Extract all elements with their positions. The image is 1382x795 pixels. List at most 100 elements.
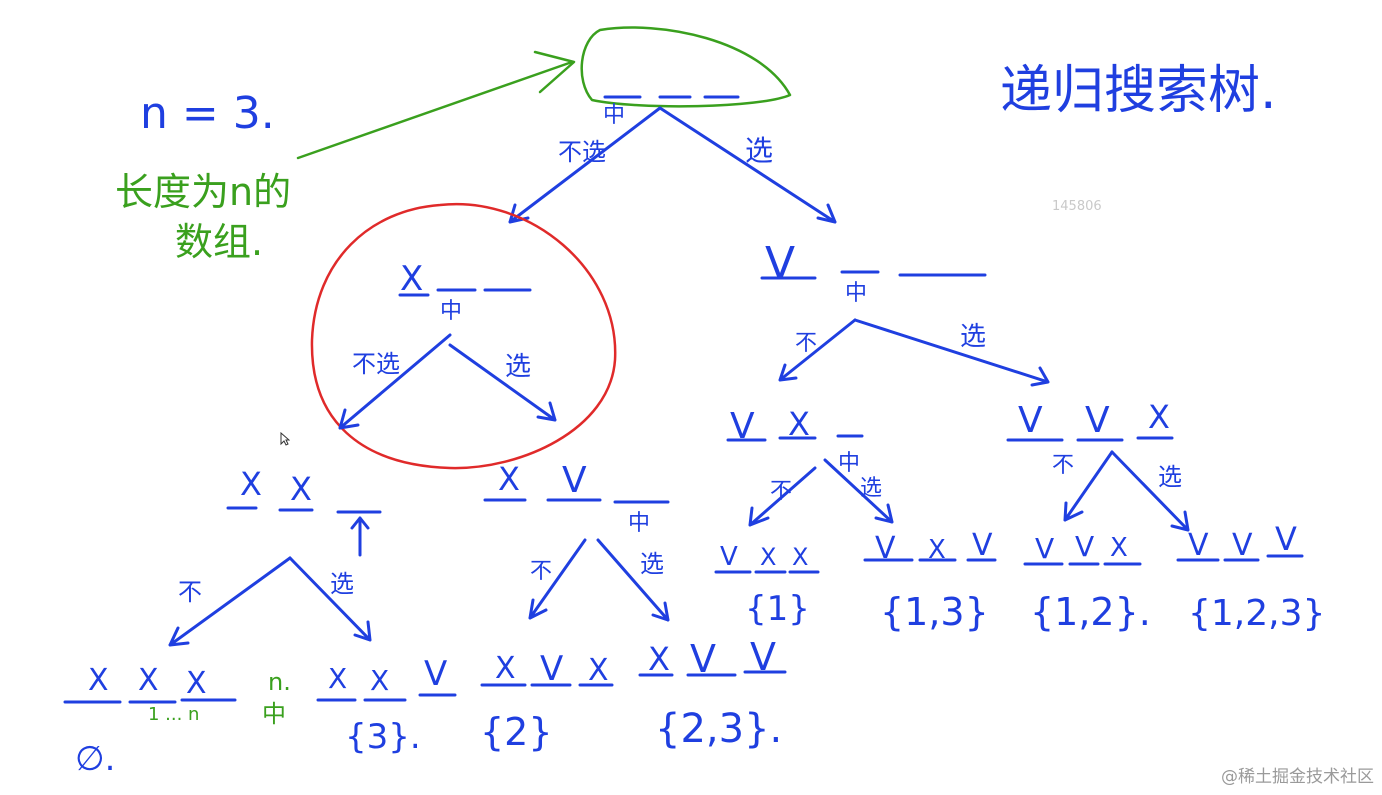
leaf-xxx-mark2: X — [138, 663, 159, 698]
label-root-not-choose: 不选 — [558, 138, 606, 166]
edge-root-right — [658, 106, 837, 224]
leaf-xvx-mark3: X — [588, 653, 609, 688]
leaf-vvx: V V X {1,2}. — [1023, 530, 1151, 634]
label-xx-not: 不 — [178, 578, 202, 606]
edge-l1-left-left — [338, 333, 452, 430]
label-l1-left-not-choose: 不选 — [352, 350, 400, 378]
node-l1-right-slots — [760, 270, 987, 280]
node-l1-right-pending: 中 — [845, 281, 867, 306]
leaf-vvx-mark1: V — [1035, 532, 1054, 565]
green-pointer-arrowhead — [533, 50, 576, 94]
note-array-length-n-line1: 长度为n的 — [115, 170, 291, 214]
node-l1-right-mark1: V — [765, 238, 795, 289]
label-xx-choose: 选 — [330, 570, 354, 598]
leaf-vxv-mark2: X — [928, 535, 946, 565]
edge-vvx-right — [1110, 450, 1190, 532]
leaf-xxv: n. 中 X X V {3}. — [262, 654, 457, 757]
node-vx-slots — [726, 434, 864, 442]
label-l1-right-not: 不 — [795, 331, 817, 356]
leaf-vvv: V V V {1,2,3} — [1176, 520, 1325, 634]
leaf-vxx-subset: {1} — [745, 589, 810, 629]
note-1-to-n: 1 ... n — [148, 704, 199, 725]
leaf-vxx-mark3: X — [792, 543, 808, 571]
leaf-vvx-mark3: X — [1110, 533, 1128, 563]
leaf-xxv-mark3: V — [424, 654, 447, 694]
leaf-xvv-mark1: X — [648, 640, 670, 678]
label-vvx-choose: 选 — [1158, 463, 1182, 491]
leaf-vvv-subset: {1,2,3} — [1188, 593, 1325, 634]
edge-vx-left — [748, 466, 817, 527]
leaf-vvx-mark2: V — [1075, 530, 1094, 563]
node-vvx-mark3: X — [1148, 398, 1170, 436]
leaf-vvv-mark2: V — [1232, 528, 1253, 563]
note-pending-green: 中 — [262, 700, 286, 728]
node-vvx-mark1: V — [1018, 400, 1043, 441]
node-xv-mark1: X — [498, 460, 520, 498]
node-xv-pending: 中 — [628, 511, 650, 536]
edge-xv-right — [596, 538, 670, 622]
node-l1-left-slots — [398, 288, 532, 297]
label-root-choose: 选 — [745, 134, 773, 167]
node-l1-left-pending: 中 — [440, 299, 462, 324]
leaf-xvv-subset: {2,3}. — [655, 706, 782, 752]
note-array-length-n-line2: 数组. — [175, 220, 263, 264]
label-vx-not: 不 — [770, 479, 792, 504]
arrow-pointer-icon — [280, 432, 290, 446]
green-root-highlight — [580, 26, 792, 108]
label-l1-right-choose: 选 — [960, 322, 986, 352]
leaf-xvx-mark1: X — [495, 651, 516, 686]
label-vvx-not: 不 — [1052, 453, 1074, 478]
watermark: @稀土掘金技术社区 — [1221, 767, 1374, 787]
leaf-xxv-mark1: X — [328, 662, 347, 695]
leaf-vvv-mark1: V — [1188, 528, 1209, 563]
node-xx-slots — [226, 506, 382, 514]
edge-xx-left — [168, 556, 292, 647]
node-xx-mark2: X — [290, 470, 312, 508]
leaf-vxv: V X V {1,3} — [863, 528, 997, 634]
leaf-xxx-mark1: X — [88, 663, 109, 698]
leaf-xvv: X V V {2,3}. — [638, 635, 787, 752]
root-pending-mark: 中 — [603, 103, 625, 128]
leaf-xxx: X X X 1 ... n ∅. — [63, 663, 237, 779]
leaf-vxx-mark2: X — [760, 543, 776, 571]
leaf-xvx-mark2: V — [540, 649, 563, 689]
label-vx-choose: 选 — [860, 476, 882, 501]
node-xx-mark1: X — [240, 465, 262, 503]
leaf-vxv-mark3: V — [972, 528, 993, 563]
canvas-id-label: 145806 — [1052, 199, 1102, 214]
note-n-dot: n. — [268, 668, 291, 696]
edge-vx-right — [823, 458, 894, 524]
label-vx-pending: 中 — [838, 451, 860, 476]
leaf-xvx-subset: {2} — [480, 710, 553, 754]
edge-xv-left — [528, 538, 587, 620]
leaf-vvv-mark3: V — [1275, 520, 1297, 558]
leaf-vvx-subset: {1,2}. — [1030, 590, 1151, 634]
edge-vvx-left — [1063, 450, 1114, 522]
label-xv-choose: 选 — [640, 550, 664, 578]
edge-l1-left-right — [448, 343, 557, 422]
green-pointer-arrow — [296, 60, 574, 160]
node-xv-slots — [483, 498, 670, 504]
edge-l1-right-left — [778, 318, 857, 382]
leaf-vxx-mark1: V — [720, 542, 738, 572]
node-xv-mark2: V — [562, 460, 587, 501]
node-xx-pending-arrow — [350, 516, 370, 557]
board-title: 递归搜索树. — [1000, 61, 1277, 121]
leaf-vxv-subset: {1,3} — [880, 590, 989, 634]
leaf-xxx-subset: ∅. — [75, 739, 115, 779]
leaf-vxx: V X X {1} — [714, 542, 820, 629]
leaf-xxv-mark2: X — [370, 664, 389, 697]
red-subtree-highlight — [310, 202, 617, 470]
node-vvx-mark2: V — [1085, 400, 1110, 441]
leaf-xvx: X V X {2} — [480, 649, 614, 754]
edge-l1-right-right — [853, 318, 1050, 387]
leaf-vxv-mark1: V — [875, 531, 896, 566]
note-n-equals-3: n = 3. — [140, 88, 275, 139]
edge-xx-right — [288, 556, 372, 642]
leaf-xxx-mark3: X — [186, 666, 207, 701]
node-l1-left-mark1: X — [400, 259, 423, 299]
leaf-xxv-subset: {3}. — [345, 717, 421, 757]
node-vx-mark2: X — [788, 405, 810, 443]
node-vvx-slots — [1006, 436, 1174, 442]
